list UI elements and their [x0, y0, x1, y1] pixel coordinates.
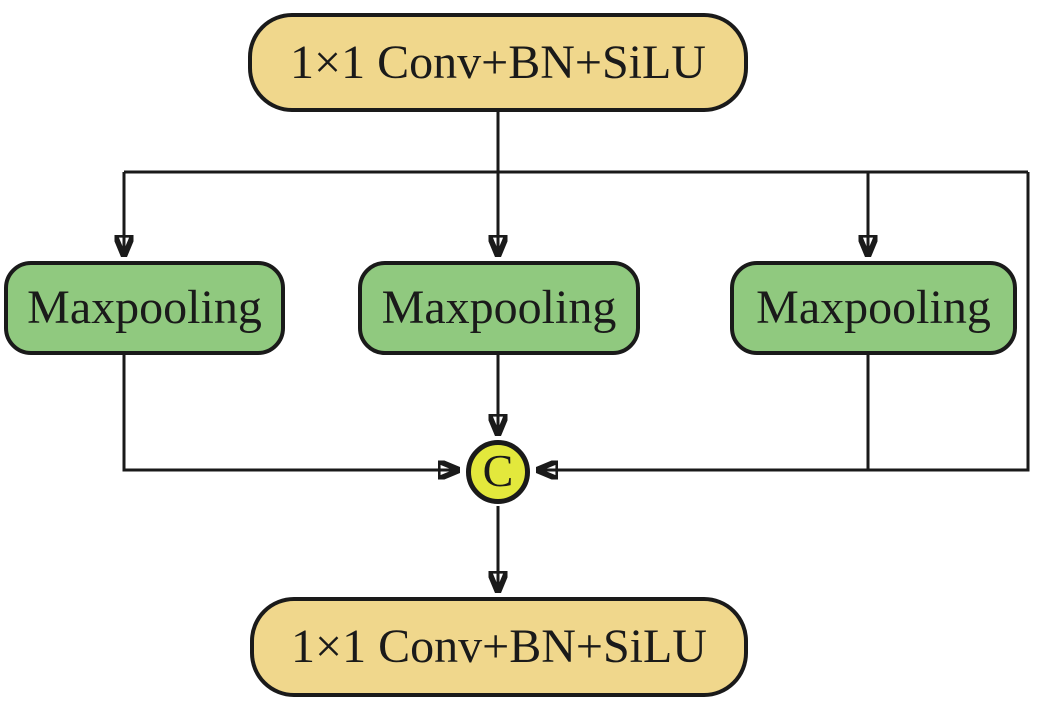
concat-node: C	[466, 440, 530, 504]
conv-bn-silu-top-label: 1×1 Conv+BN+SiLU	[290, 35, 706, 89]
maxpool-center-label: Maxpooling	[381, 281, 617, 334]
conv-bn-silu-top-node: 1×1 Conv+BN+SiLU	[248, 13, 748, 112]
edge-maxpool-left-to-concat	[122, 353, 460, 470]
conv-bn-silu-bottom-node: 1×1 Conv+BN+SiLU	[250, 597, 748, 697]
edge-skip-to-concat	[536, 172, 1030, 470]
maxpool-left-node: Maxpooling	[4, 261, 285, 355]
conv-bn-silu-bottom-label: 1×1 Conv+BN+SiLU	[291, 620, 707, 673]
maxpool-center-node: Maxpooling	[358, 261, 640, 355]
maxpool-right-label: Maxpooling	[756, 281, 991, 334]
concat-label: C	[482, 444, 514, 496]
maxpool-right-node: Maxpooling	[730, 261, 1017, 355]
maxpool-left-label: Maxpooling	[27, 281, 262, 334]
